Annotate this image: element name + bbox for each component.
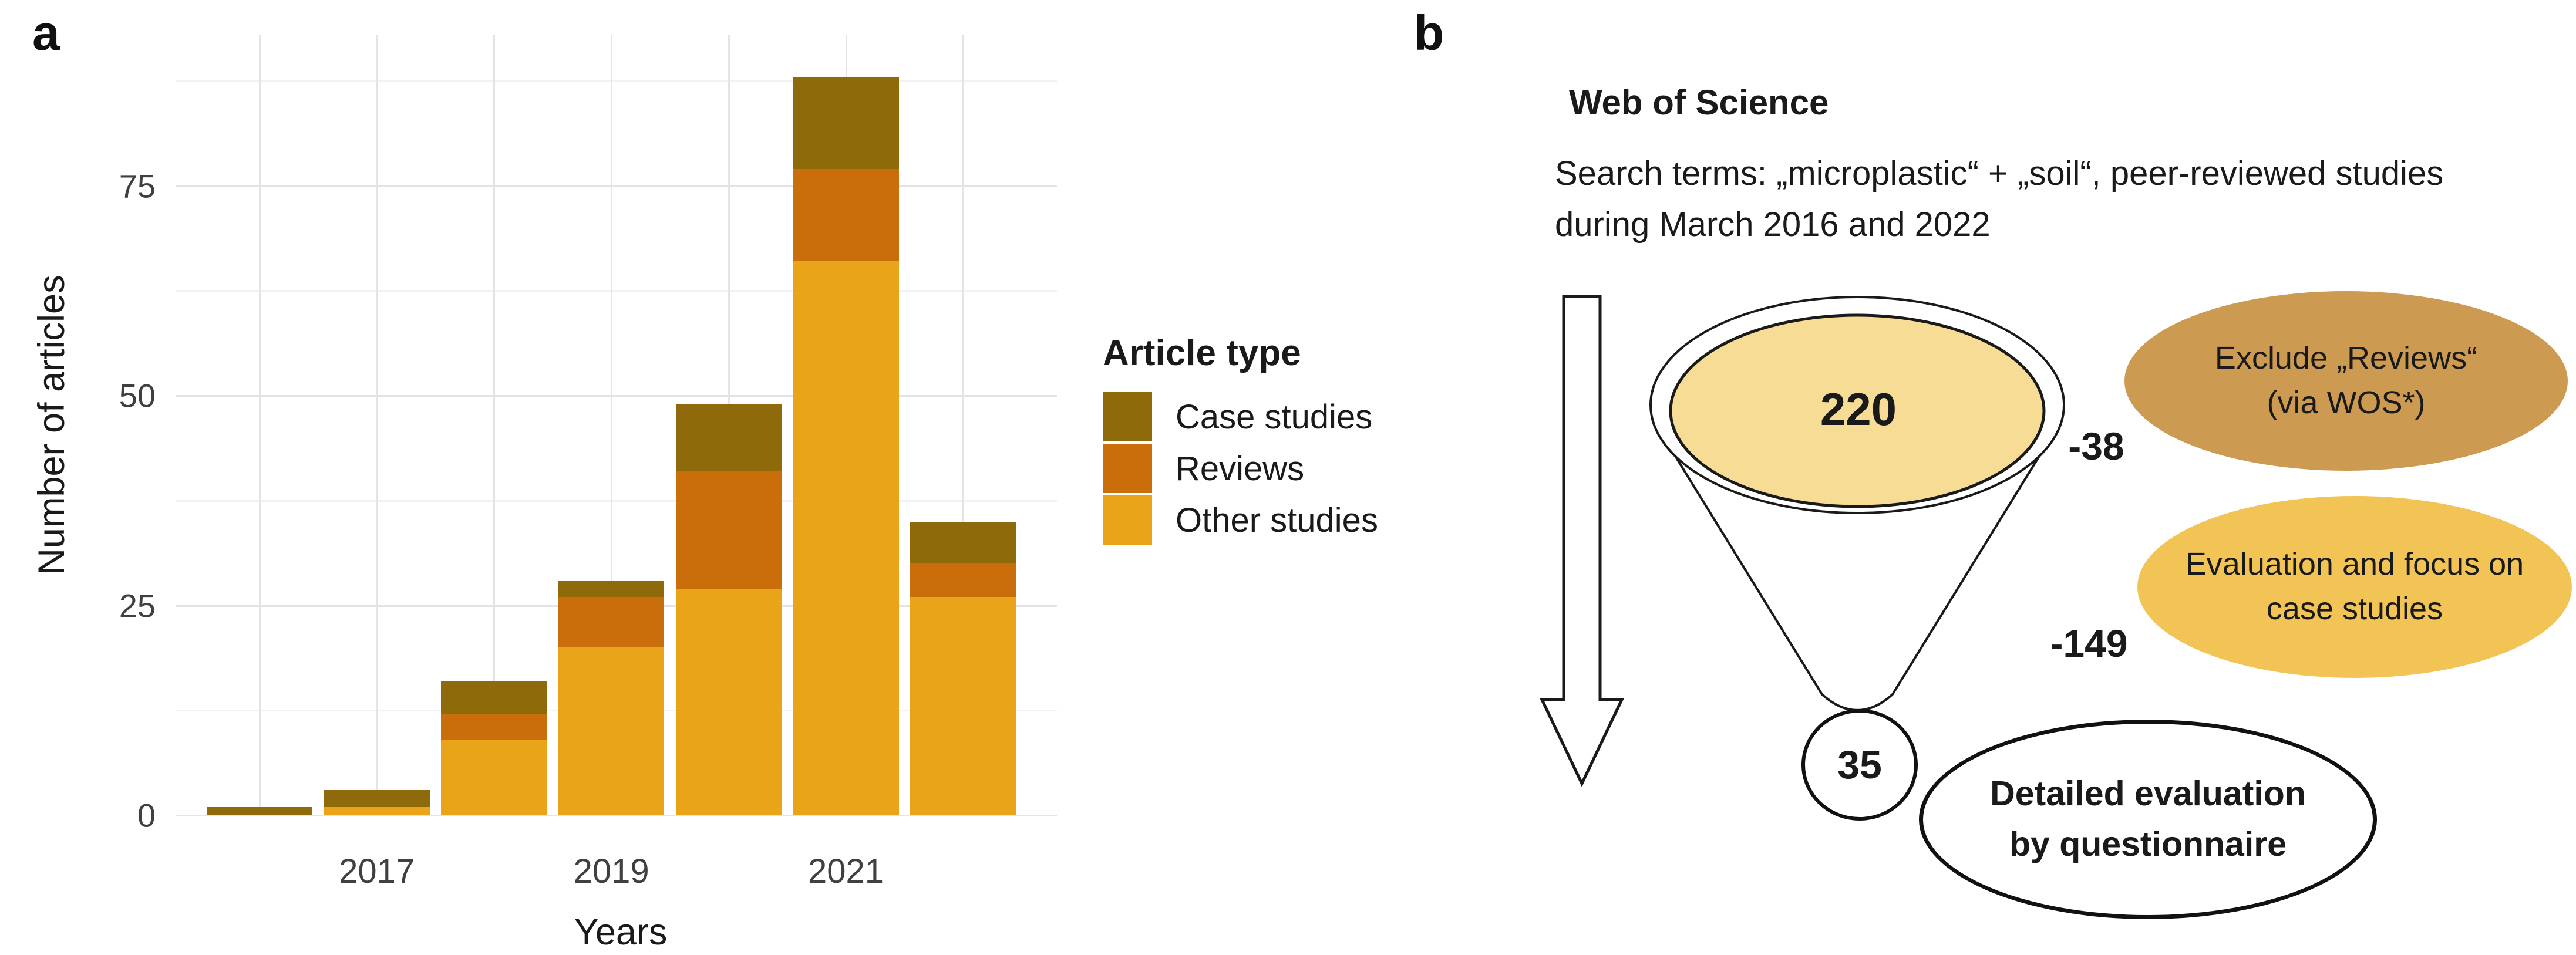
bar-2016-case-studies — [207, 806, 312, 815]
final-count-circle: 35 — [1801, 709, 1918, 821]
legend-item: Case studies — [1103, 392, 1378, 441]
gridline-v — [493, 35, 496, 815]
bar-2020-reviews — [675, 471, 782, 589]
x-tick-label: 2021 — [807, 852, 884, 890]
x-tick-label: 2017 — [339, 852, 415, 890]
y-tick-label: 0 — [137, 797, 156, 834]
gridline-major-h — [176, 185, 1057, 187]
bar-2021-other-studies — [793, 261, 899, 815]
gridline-v — [376, 35, 378, 815]
bar-2017-other-studies — [324, 806, 430, 815]
panel-a-label: a — [32, 5, 60, 60]
bar-2022-case-studies — [910, 521, 1016, 563]
bar-2019-other-studies — [558, 647, 665, 815]
y-tick-label: 75 — [119, 167, 156, 204]
gridline-minor-h — [176, 500, 1057, 502]
bar-2020-case-studies — [675, 404, 782, 471]
x-tick-label: 2019 — [573, 852, 649, 890]
minus-reviews-label: -38 — [2068, 424, 2124, 468]
final-count-label: 35 — [1837, 743, 1882, 787]
gridline-v — [611, 35, 613, 815]
legend-item: Other studies — [1103, 495, 1378, 545]
funnel-count-label: 220 — [1820, 383, 1897, 435]
evaluation-focus-line1: Evaluation and focus on — [2185, 546, 2524, 582]
legend-swatch-reviews — [1103, 444, 1152, 493]
bar-2018-other-studies — [441, 740, 547, 815]
bar-2019-case-studies — [558, 580, 665, 598]
y-tick-label: 50 — [119, 377, 156, 414]
bar-2021-case-studies — [793, 76, 899, 169]
evaluation-focus-ellipse: Evaluation and focus on case studies — [2137, 496, 2572, 678]
legend-title: Article type — [1103, 333, 1301, 373]
database-title: Web of Science — [1569, 83, 1829, 122]
bar-2018-case-studies — [441, 681, 547, 715]
bar-2021-reviews — [793, 168, 899, 262]
panel-b-label: b — [1414, 5, 1444, 60]
gridline-v — [259, 35, 261, 815]
bar-2022-other-studies — [910, 597, 1016, 815]
bar-2018-reviews — [441, 714, 547, 740]
exclude-reviews-ellipse: Exclude „Reviews“ (via WOS*) — [2124, 291, 2568, 471]
detailed-evaluation-line2: by questionnaire — [2009, 825, 2287, 863]
gridline-major-h — [176, 815, 1057, 816]
legend-item: Reviews — [1103, 444, 1378, 493]
gridline-minor-h — [176, 80, 1057, 82]
legend-item-label: Case studies — [1176, 397, 1373, 436]
bar-2020-other-studies — [675, 588, 782, 815]
legend-swatch-case-studies — [1103, 392, 1152, 441]
exclude-reviews-line1: Exclude „Reviews“ — [2214, 340, 2478, 376]
legend-swatch-other-studies — [1103, 495, 1152, 545]
minus-evaluation-label: -149 — [2050, 622, 2128, 665]
gridline-minor-h — [176, 290, 1057, 292]
detailed-evaluation-line1: Detailed evaluation — [1990, 774, 2306, 814]
y-tick-label: 25 — [119, 587, 156, 624]
gridline-v — [962, 35, 965, 815]
search-terms-text: Search terms: „microplastic“ + „soil“, p… — [1555, 154, 2444, 244]
x-axis-title: Years — [574, 912, 668, 953]
exclude-reviews-line2: (via WOS*) — [2267, 385, 2426, 420]
gridline-major-h — [176, 395, 1057, 397]
detailed-evaluation-ellipse: Detailed evaluation by questionnaire — [1919, 720, 2377, 919]
bar-2022-reviews — [910, 563, 1016, 598]
bar-2017-case-studies — [324, 790, 430, 807]
legend-item-label: Other studies — [1176, 501, 1378, 539]
bar-2019-reviews — [558, 597, 665, 647]
evaluation-focus-line2: case studies — [2266, 591, 2443, 626]
legend-item-label: Reviews — [1176, 449, 1305, 488]
